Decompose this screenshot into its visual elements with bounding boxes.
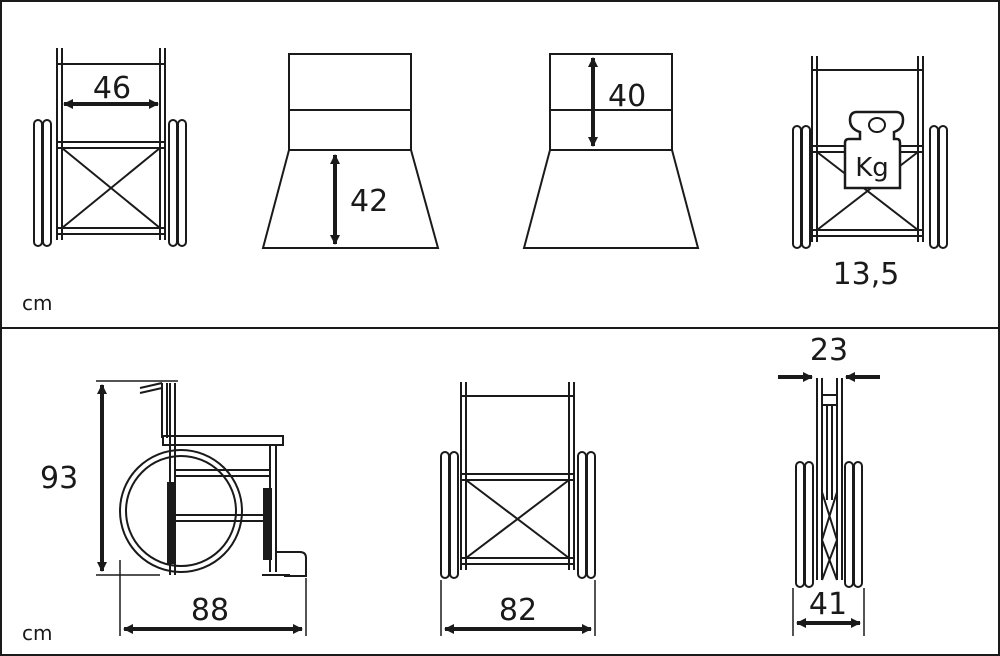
right-wheel	[929, 125, 939, 249]
left-wheel	[33, 119, 43, 247]
front-view-seat-width	[33, 48, 187, 247]
rear-wheel-outer	[119, 449, 243, 573]
total-height-value: 93	[40, 461, 78, 496]
backrest-block	[288, 53, 412, 151]
front-view-total-width	[440, 382, 596, 579]
left-wheel	[792, 125, 802, 249]
folded-view	[795, 378, 863, 588]
seat-height-value: 42	[350, 184, 388, 219]
weight-icon-label: Kg	[855, 153, 889, 183]
backrest-height-view	[522, 53, 700, 249]
right-wheel	[844, 461, 854, 588]
weight-icon	[843, 110, 905, 190]
folded-width-bottom-value: 41	[809, 587, 847, 622]
seat-base	[522, 149, 700, 249]
armrest	[162, 435, 284, 446]
total-length-value: 88	[191, 593, 229, 628]
frame-bracket	[167, 482, 176, 564]
backrest-height-value: 40	[608, 79, 646, 114]
right-wheel	[168, 119, 178, 247]
side-view	[119, 382, 307, 577]
seat-width-value: 46	[93, 71, 131, 106]
left-wheel	[440, 451, 450, 579]
seat-height-view	[261, 53, 440, 249]
front-view-weight	[792, 56, 948, 249]
footrest	[276, 551, 307, 577]
left-wheel	[795, 461, 805, 588]
right-wheel	[577, 451, 587, 579]
unit-label-top: cm	[22, 291, 52, 315]
weight-value: 13,5	[833, 257, 900, 292]
unit-label-bottom: cm	[22, 621, 52, 645]
folded-width-top-value: 23	[810, 333, 848, 368]
rear-wheel-inner	[125, 455, 237, 567]
seat-base	[261, 149, 440, 249]
total-width-value: 82	[499, 593, 537, 628]
